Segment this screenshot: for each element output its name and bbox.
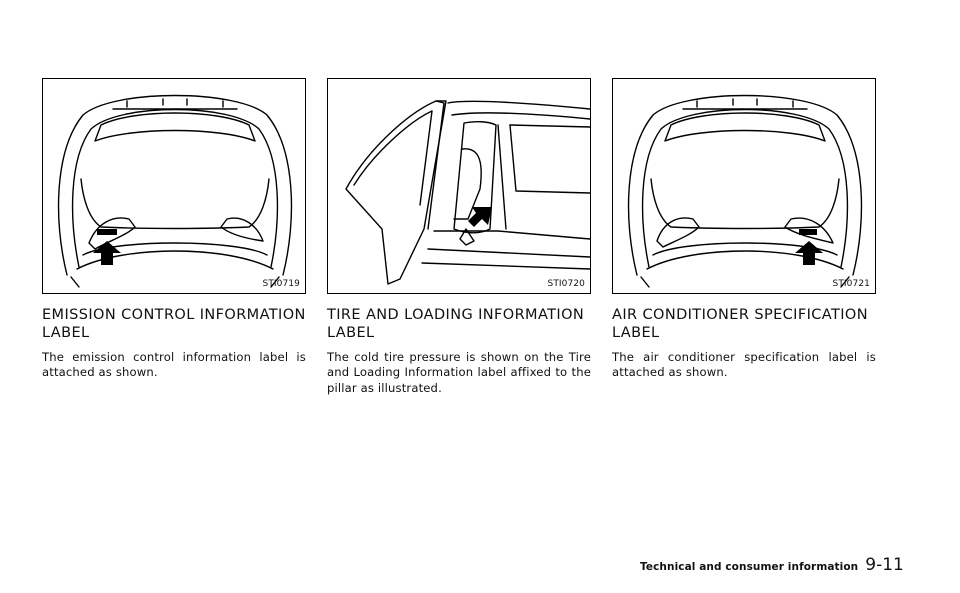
section-title: AIR CONDITIONER SPECIFICATION LABEL <box>612 307 868 341</box>
section-body: The emission control information label i… <box>42 350 306 380</box>
page-footer: Technical and consumer information 9-11 <box>640 555 904 575</box>
door-pillar-illustration <box>345 100 591 285</box>
footer-section-name: Technical and consumer information <box>640 561 859 573</box>
figure-emission-label: STI0719 <box>42 78 306 294</box>
figure-ac-label: STI0721 <box>612 78 876 294</box>
figure-code: STI0721 <box>832 279 870 289</box>
section-title: TIRE AND LOADING INFORMATION LABEL <box>327 307 585 341</box>
figure-tire-label: STI0720 <box>327 78 591 294</box>
page-number: 9-11 <box>865 555 904 575</box>
figure-code: STI0719 <box>262 279 300 289</box>
section-air-conditioner: AIR CONDITIONER SPECIFICATION LABEL The … <box>612 306 876 381</box>
section-body: The air conditioner specification label … <box>612 350 876 380</box>
section-title: EMISSION CONTROL INFORMATION LABEL <box>42 307 306 341</box>
section-emission: EMISSION CONTROL INFORMATION LABEL The e… <box>42 306 306 381</box>
section-tire-loading: TIRE AND LOADING INFORMATION LABEL The c… <box>327 306 591 396</box>
hood-illustration-right <box>627 94 863 288</box>
section-body: The cold tire pressure is shown on the T… <box>327 350 591 395</box>
figure-code: STI0720 <box>547 279 585 289</box>
hood-illustration-left <box>57 94 293 288</box>
